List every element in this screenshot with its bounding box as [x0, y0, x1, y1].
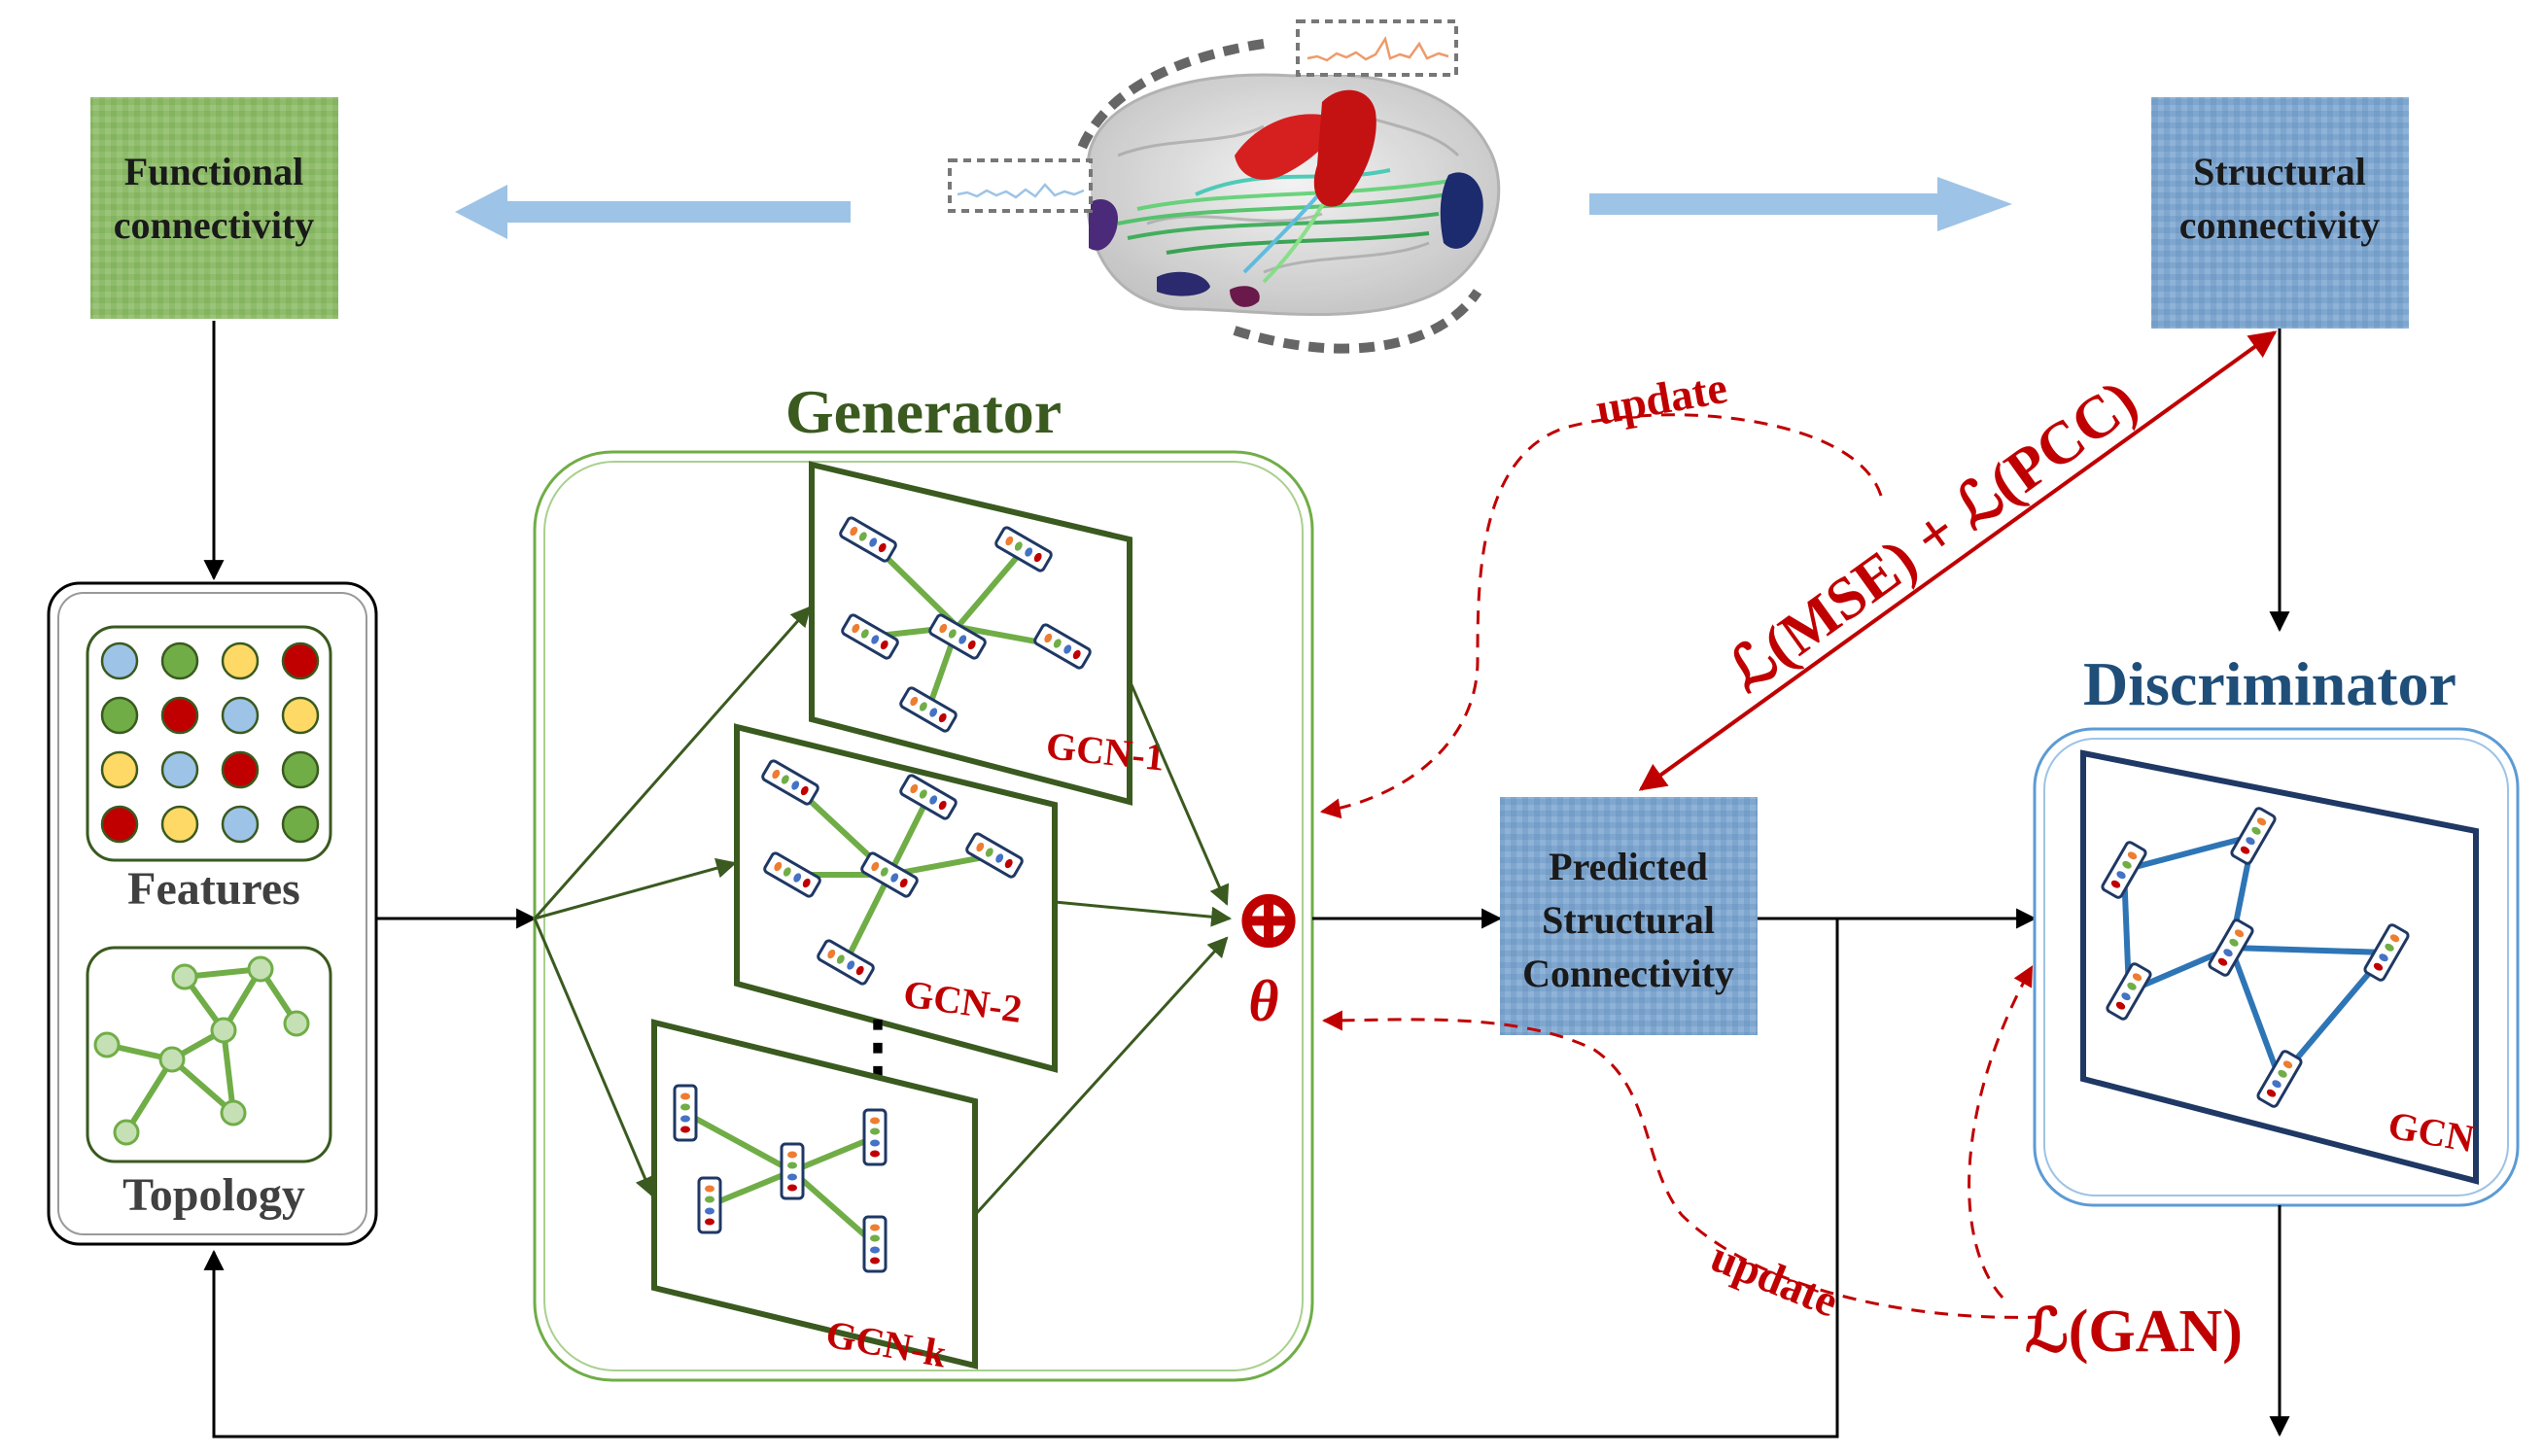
- feature-dot: [221, 696, 260, 735]
- gcn-2-panel: GCN-2: [734, 723, 1058, 1073]
- brain-to-functional-arrow: [455, 185, 851, 239]
- gan-loss-label: ℒ(GAN): [2025, 1299, 2243, 1365]
- structural-label-line1: Structural: [2193, 150, 2366, 193]
- topology-label: Topology: [122, 1169, 305, 1221]
- discriminator-block: Discriminator GCN: [2033, 649, 2520, 1207]
- generator-title: Generator: [785, 377, 1062, 446]
- structural-connectivity-box: Structural connectivity: [2151, 97, 2409, 329]
- feature-dot: [160, 696, 199, 735]
- brain-illustration: [948, 19, 1501, 354]
- update-arrow-top: [1319, 413, 1883, 819]
- topology-nodes: [93, 955, 310, 1146]
- predicted-label-line2: Structural: [1542, 898, 1715, 942]
- feature-dot: [281, 805, 320, 844]
- gan-to-discriminator-arrow: [1968, 965, 2034, 1300]
- gcn-k-panel: GCN-k: [651, 1019, 978, 1376]
- feature-dot: [100, 641, 139, 680]
- update-arrow-bottom: [1321, 1010, 2042, 1319]
- feature-dot: [100, 750, 139, 789]
- feature-dot: [221, 750, 260, 789]
- topology-card: [86, 946, 332, 1163]
- feature-dot: [281, 641, 320, 680]
- feature-dot: [160, 805, 199, 844]
- feature-dot: [221, 641, 260, 680]
- features-card: [86, 625, 332, 862]
- feature-dot: [281, 750, 320, 789]
- feature-dot: [100, 805, 139, 844]
- discriminator-title: Discriminator: [2083, 649, 2456, 718]
- functional-label-line1: Functional: [124, 150, 303, 193]
- feedback-to-input-arrow: [203, 919, 1839, 1439]
- generator-block: Generator GCN-1: [533, 377, 1314, 1382]
- features-label: Features: [127, 863, 300, 915]
- feature-dot: [221, 805, 260, 844]
- feature-dot: [100, 696, 139, 735]
- structural-label-line2: connectivity: [2179, 203, 2381, 247]
- feature-dot: [160, 750, 199, 789]
- update-label-top: update: [1592, 363, 1730, 434]
- theta-symbol: θ: [1248, 969, 1278, 1033]
- functional-connectivity-box: Functional connectivity: [90, 97, 338, 319]
- brain-to-structural-arrow: [1589, 177, 2012, 231]
- functional-label-line2: connectivity: [114, 203, 315, 247]
- feature-dot: [160, 641, 199, 680]
- feature-grid: [100, 641, 320, 844]
- feature-dot: [281, 696, 320, 735]
- gcn-1-panel: GCN-1: [809, 461, 1167, 806]
- aggregate-symbol: ⊕: [1233, 873, 1305, 967]
- update-label-bottom: update: [1704, 1231, 1845, 1327]
- predicted-connectivity-box: Predicted Structural Connectivity: [1500, 797, 1758, 1035]
- predicted-label-line1: Predicted: [1549, 845, 1708, 888]
- input-panel: Features Topology: [47, 581, 378, 1246]
- supervised-loss-arrow: [1638, 330, 2278, 791]
- predicted-label-line3: Connectivity: [1522, 952, 1734, 995]
